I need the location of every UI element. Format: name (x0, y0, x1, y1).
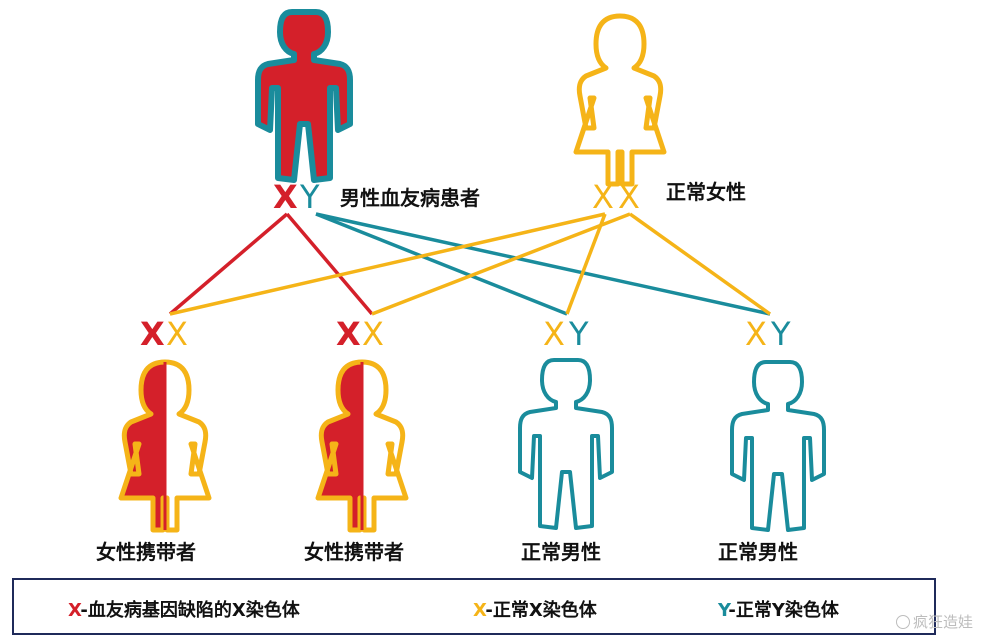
legend-key-defective-x: X (68, 600, 81, 621)
mother-label: 正常女性 (666, 180, 746, 204)
legend-text-defective-x: -血友病基因缺陷的X染色体 (80, 600, 300, 621)
line-father-y-to-child4 (315, 212, 771, 316)
child3-chrom-a: X (543, 315, 565, 353)
legend-key-y: Y (718, 600, 729, 621)
child-figure-2 (318, 362, 406, 530)
child1-chrom-a: X (140, 315, 165, 353)
legend-key-normal-x: X (473, 600, 486, 621)
mother-chrom-x1: X (592, 178, 614, 216)
mother-chrom-x2: X (618, 178, 640, 216)
legend-item-defective-x: X-血友病基因缺陷的X染色体 (68, 596, 300, 622)
legend-text-y: -正常Y染色体 (728, 600, 839, 621)
pedigree-svg: X Y X X X X X X X Y X Y (0, 0, 826, 575)
child-figure-1 (121, 362, 209, 530)
line-father-x-to-child1 (168, 212, 289, 316)
line-father-y-to-child3 (315, 212, 568, 316)
legend-box: X-血友病基因缺陷的X染色体 X-正常X染色体 Y-正常Y染色体 (12, 578, 936, 635)
line-mother-x2-to-child2 (371, 212, 631, 316)
line-mother-x1-to-child1 (169, 212, 606, 316)
legend-text-normal-x: -正常X染色体 (485, 600, 597, 621)
copyright-circle-icon (896, 615, 910, 629)
child4-chrom-b: Y (770, 315, 791, 353)
child-figure-3 (518, 358, 614, 530)
child3-chrom-b: Y (568, 315, 589, 353)
line-mother-x1-to-child3 (565, 213, 607, 315)
child3-label: 正常男性 (521, 540, 601, 564)
child1-label: 女性携带者 (96, 540, 196, 564)
child4-chrom-a: X (745, 315, 767, 353)
child4-label: 正常男性 (718, 540, 798, 564)
watermark: 疯狂造娃 (896, 611, 973, 632)
legend-item-y: Y-正常Y染色体 (718, 596, 839, 622)
watermark-text: 疯狂造娃 (913, 613, 974, 631)
child2-label: 女性携带者 (304, 540, 404, 564)
mother-figure (576, 16, 664, 184)
child2-chrom-a: X (336, 315, 361, 353)
father-figure (258, 12, 350, 180)
inheritance-lines (168, 212, 772, 316)
child1-chrom-b: X (166, 315, 188, 353)
child2-chrom-b: X (362, 315, 384, 353)
father-label: 男性血友病患者 (340, 186, 480, 210)
father-chrom-x: X (273, 178, 298, 216)
legend-item-normal-x: X-正常X染色体 (473, 596, 597, 622)
child-figure-4 (730, 360, 826, 532)
line-mother-x2-to-child4 (628, 212, 772, 316)
line-father-x-to-child2 (285, 212, 374, 316)
father-chrom-y: Y (299, 178, 320, 216)
